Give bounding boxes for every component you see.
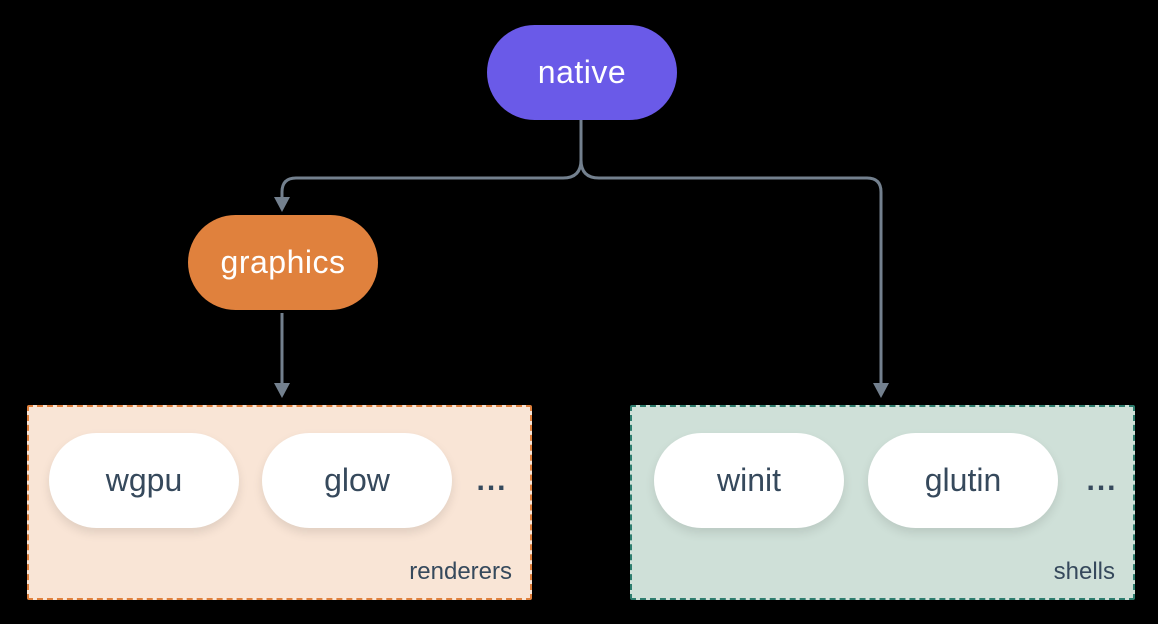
group-shells-label: shells xyxy=(1053,558,1115,585)
pill-winit-label: winit xyxy=(716,462,781,498)
pill-glow: glow xyxy=(262,433,452,528)
pill-wgpu: wgpu xyxy=(49,433,239,528)
arrowhead-graphics-icon xyxy=(274,197,290,212)
node-native-label: native xyxy=(537,54,627,90)
arrowhead-shells-icon xyxy=(873,383,889,398)
edge-native-graphics xyxy=(280,119,583,198)
pill-glutin: glutin xyxy=(868,433,1058,528)
group-renderers: wgpu glow ... renderers xyxy=(27,405,532,600)
edge-native-shells xyxy=(579,119,883,384)
group-shells: winit glutin ... shells xyxy=(630,405,1135,600)
renderers-ellipsis: ... xyxy=(476,463,508,497)
pill-wgpu-label: wgpu xyxy=(105,462,183,498)
node-graphics: graphics xyxy=(188,215,378,310)
node-native: native xyxy=(487,25,677,120)
node-graphics-label: graphics xyxy=(220,244,346,280)
pill-winit: winit xyxy=(654,433,844,528)
pill-glow-label: glow xyxy=(324,462,390,498)
pill-glutin-label: glutin xyxy=(924,462,1002,498)
arrowhead-renderers-icon xyxy=(274,383,290,398)
shells-ellipsis: ... xyxy=(1086,463,1118,497)
group-renderers-label: renderers xyxy=(409,558,512,585)
